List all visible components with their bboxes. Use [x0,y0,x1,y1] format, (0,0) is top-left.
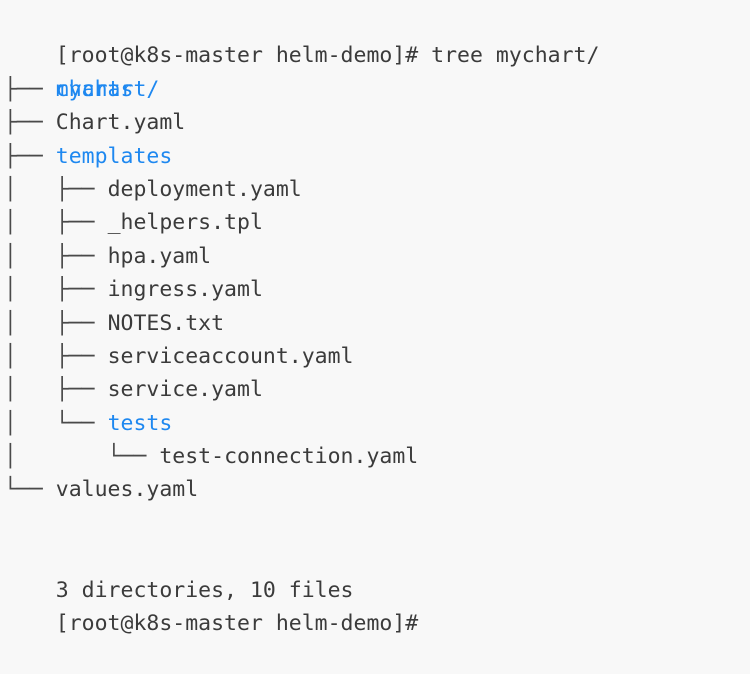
tree-connector-icon: ├── [4,143,56,169]
tree-directory-name: templates [55,143,173,169]
tree-file-name: service.yaml [107,377,263,403]
tree-directory-name: charts [55,76,134,102]
tree-file-name: deployment.yaml [107,176,302,202]
shell-prompt: [root@k8s-master helm-demo]# [55,43,419,69]
tree-connector-icon: │ └── [4,444,160,470]
tree-row: │ ├── serviceaccount.yaml [4,340,750,373]
tree-summary-text: 3 directories, 10 files [55,577,354,603]
tree-row: │ ├── service.yaml [4,373,750,406]
tree-row: ├── charts [4,73,750,106]
tree-file-name: ingress.yaml [107,277,263,303]
tree-connector-icon: │ ├── [4,377,108,403]
shell-prompt-final: [root@k8s-master helm-demo]# [55,611,419,637]
tree-file-name: hpa.yaml [107,243,212,269]
tree-file-name: serviceaccount.yaml [107,343,354,369]
tree-connector-icon: │ ├── [4,176,108,202]
tree-row: │ ├── ingress.yaml [4,273,750,306]
tree-row: │ └── tests [4,407,750,440]
tree-connector-icon: │ └── [4,410,108,436]
tree-root-label: mychart/ [55,76,160,102]
tree-connector-icon: │ ├── [4,243,108,269]
tree-row: │ ├── _helpers.tpl [4,206,750,239]
tree-row: │ ├── NOTES.txt [4,307,750,340]
tree-file-name: values.yaml [55,477,199,503]
command-text: tree mychart/ [418,43,600,69]
tree-connector-icon: ├── [4,76,56,102]
terminal-window[interactable]: [root@k8s-master helm-demo]# tree mychar… [0,0,750,636]
tree-connector-icon: │ ├── [4,343,108,369]
tree-directory-name: tests [107,410,173,436]
tree-summary-line: 3 directories, 10 files [4,540,750,603]
tree-file-name: test-connection.yaml [159,444,419,470]
tree-row: │ └── test-connection.yaml [4,440,750,473]
tree-row: │ ├── hpa.yaml [4,240,750,273]
tree-connector-icon: │ ├── [4,277,108,303]
tree-row: │ ├── deployment.yaml [4,173,750,206]
tree-file-name: NOTES.txt [107,310,225,336]
tree-root-line: mychart/ [4,39,750,102]
blank-line [4,507,750,540]
tree-row: ├── Chart.yaml [4,106,750,139]
tree-file-name: Chart.yaml [55,110,186,136]
tree-connector-icon: │ ├── [4,310,108,336]
tree-file-name: _helpers.tpl [107,210,263,236]
tree-output: ├── charts├── Chart.yaml├── templates│ ├… [4,73,750,507]
tree-connector-icon: │ ├── [4,210,108,236]
command-line: [root@k8s-master helm-demo]# tree mychar… [4,6,750,68]
tree-row: ├── templates [4,140,750,173]
tree-connector-icon: ├── [4,110,56,136]
tree-connector-icon: └── [4,477,56,503]
tree-row: └── values.yaml [4,473,750,506]
